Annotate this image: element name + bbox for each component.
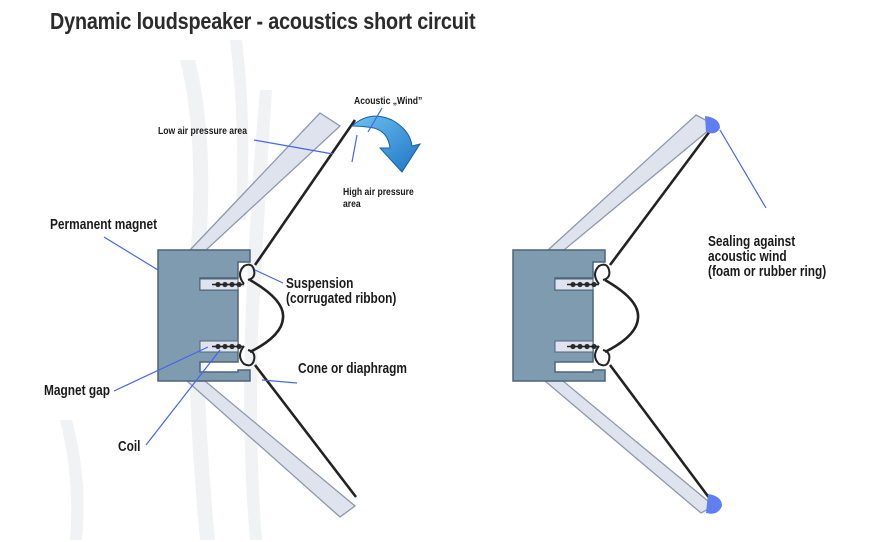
label-suspension: Suspension (corrugated ribbon) bbox=[286, 276, 397, 307]
suspension-ribbon-left bbox=[239, 263, 256, 367]
label-acoustic-wind: Acoustic „Wind” bbox=[354, 95, 423, 107]
dust-cap-right bbox=[604, 278, 640, 354]
label-low-pressure: Low air pressure area bbox=[158, 125, 248, 137]
frame-lower-arm-left bbox=[185, 380, 357, 518]
seal-ring-bottom bbox=[706, 494, 722, 514]
label-high-pressure: High air pressure area bbox=[343, 186, 414, 210]
cone-upper-right bbox=[608, 126, 715, 266]
cone-lower-left bbox=[253, 364, 358, 498]
frame-upper-arm-right bbox=[546, 114, 717, 251]
label-coil: Coil bbox=[118, 439, 141, 455]
frame-lower-arm-right bbox=[543, 380, 716, 514]
cone-lower-right bbox=[608, 364, 715, 504]
dust-cap-left bbox=[249, 278, 285, 354]
acoustic-wind-arrow bbox=[350, 115, 422, 173]
right-speaker bbox=[512, 114, 722, 514]
magnet-shape-right bbox=[512, 249, 606, 382]
permanent-magnet-shape bbox=[157, 249, 251, 382]
label-cone: Cone or diaphragm bbox=[298, 361, 408, 377]
cone-upper-left bbox=[253, 119, 357, 266]
left-speaker bbox=[157, 112, 422, 518]
seal-ring-top bbox=[705, 116, 720, 134]
label-permanent-magnet: Permanent magnet bbox=[50, 217, 158, 233]
page-title: Dynamic loudspeaker - acoustics short ci… bbox=[50, 8, 476, 34]
label-sealing: Sealing against acoustic wind (foam or r… bbox=[708, 234, 827, 280]
label-magnet-gap: Magnet gap bbox=[44, 383, 111, 399]
leader-lines bbox=[103, 107, 767, 446]
